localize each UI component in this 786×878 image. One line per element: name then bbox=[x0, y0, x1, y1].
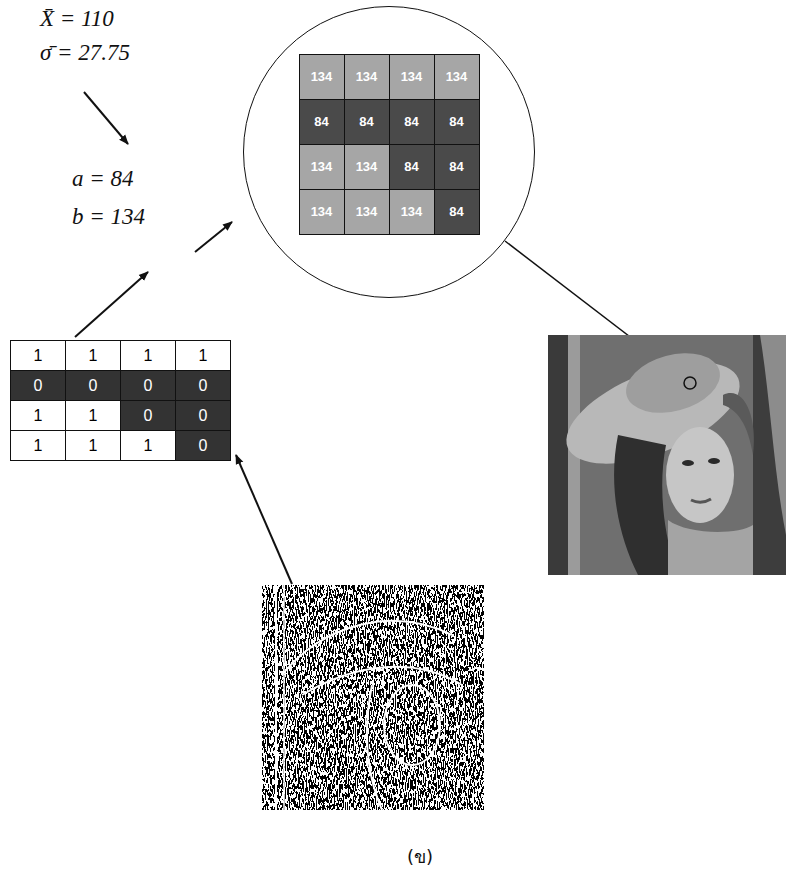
figure-caption: (ข) bbox=[407, 842, 433, 871]
block-cell: 1 bbox=[120, 340, 176, 371]
block-cell: 1 bbox=[120, 430, 176, 461]
edge-contour bbox=[282, 621, 452, 675]
block-cell: 84 bbox=[299, 99, 345, 145]
edge-contour bbox=[302, 667, 462, 695]
reconstruct-arrow bbox=[195, 222, 232, 252]
block-cell: 84 bbox=[344, 99, 390, 145]
bitmap-arrow bbox=[75, 272, 148, 337]
block-cell: 0 bbox=[65, 370, 121, 401]
lena-photo bbox=[548, 335, 786, 575]
photo-dark-side bbox=[753, 335, 786, 575]
block-cell: 1 bbox=[175, 340, 231, 371]
block-cell: 1 bbox=[65, 340, 121, 371]
block-cell: 84 bbox=[434, 144, 480, 190]
edge-contour bbox=[275, 585, 277, 810]
level-a: a = 84 bbox=[72, 166, 134, 192]
block-cell: 0 bbox=[175, 400, 231, 431]
block-cell: 0 bbox=[175, 370, 231, 401]
block-cell: 134 bbox=[344, 144, 390, 190]
edge-contour bbox=[384, 685, 440, 765]
block-cell: 134 bbox=[344, 189, 390, 235]
level-b: b = 134 bbox=[72, 204, 145, 230]
block-cell: 134 bbox=[299, 54, 345, 100]
block-cell: 1 bbox=[10, 400, 66, 431]
block-cell: 84 bbox=[434, 99, 480, 145]
block-cell: 1 bbox=[65, 400, 121, 431]
block-cell: 0 bbox=[10, 370, 66, 401]
edge-texture bbox=[262, 585, 484, 810]
edge-map-image bbox=[262, 585, 484, 810]
block-cell: 84 bbox=[389, 99, 435, 145]
block-cell: 134 bbox=[299, 189, 345, 235]
block-cell: 0 bbox=[120, 370, 176, 401]
block-cell: 134 bbox=[299, 144, 345, 190]
feather bbox=[723, 393, 754, 455]
block-cell: 134 bbox=[389, 54, 435, 100]
edge-contour bbox=[283, 585, 285, 810]
block-cell: 1 bbox=[65, 430, 121, 461]
zoomed-block-circle: 1341341341348484848413413484841341341348… bbox=[243, 6, 535, 298]
block-cell: 1 bbox=[10, 340, 66, 371]
photo-background-band bbox=[760, 335, 786, 535]
block-cell: 0 bbox=[175, 430, 231, 461]
block-cell: 84 bbox=[434, 189, 480, 235]
edge-contour bbox=[367, 685, 382, 810]
block-cell: 134 bbox=[434, 54, 480, 100]
mouth bbox=[691, 499, 711, 502]
std-value: σ̄ = 27.75 bbox=[40, 40, 130, 66]
bitmap-grid: 1111000011001110 bbox=[10, 340, 232, 462]
shoulder bbox=[668, 520, 753, 575]
block-cell: 134 bbox=[344, 54, 390, 100]
block-cell: 1 bbox=[10, 430, 66, 461]
block-cell: 84 bbox=[389, 144, 435, 190]
hat-crown bbox=[619, 344, 726, 423]
block-cell: 134 bbox=[389, 189, 435, 235]
block-cell: 0 bbox=[120, 400, 176, 431]
photo-ground bbox=[548, 335, 786, 575]
eye bbox=[708, 458, 720, 464]
mean-value: X̄ = 110 bbox=[40, 6, 114, 32]
edge-map-arrow bbox=[236, 455, 292, 584]
eye bbox=[682, 460, 694, 466]
face bbox=[666, 427, 734, 523]
photo-post bbox=[548, 335, 568, 575]
zoom-marker bbox=[684, 377, 696, 389]
stat-arrow bbox=[84, 92, 128, 144]
